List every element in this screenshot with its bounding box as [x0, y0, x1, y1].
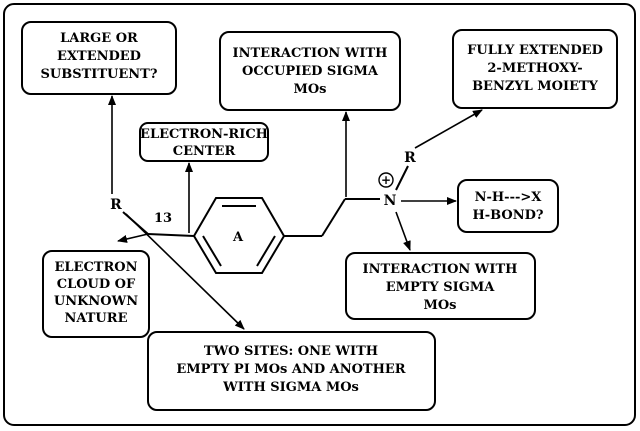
substituent-r-nitrogen: R [404, 150, 416, 166]
box-two-sites: TWO SITES: ONE WITH EMPTY PI MOs AND ANO… [147, 331, 436, 411]
box-fully-extended: FULLY EXTENDED 2-METHOXY- BENZYL MOIETY [452, 29, 618, 109]
box-electron-cloud-line-2: CLOUD OF [57, 277, 136, 292]
box-large-substituent-line-3: SUBSTITUENT? [41, 67, 158, 82]
box-interaction-occupied-line-3: MOs [293, 82, 326, 97]
arrow-to-fully-extended [414, 109, 483, 149]
box-electron-cloud-line-1: ELECTRON [55, 260, 138, 275]
box-electron-rich-line-1: ELECTRON-RICH [140, 127, 268, 142]
position-number-13: 13 [154, 211, 172, 226]
ring-double-bond-2 [256, 235, 276, 267]
box-two-sites-line-3: WITH SIGMA MOs [222, 380, 359, 395]
ring-label: A [232, 230, 244, 245]
positive-charge: + [381, 173, 391, 187]
box-fully-extended-line-3: BENZYL MOIETY [472, 79, 599, 94]
nitrogen-atom: N [384, 193, 397, 209]
box-electron-cloud-line-3: UNKNOWN [54, 294, 138, 309]
box-interaction-empty: INTERACTION WITH EMPTY SIGMA MOs [345, 252, 536, 320]
box-two-sites-line-2: EMPTY PI MOs AND ANOTHER [176, 362, 405, 377]
box-large-substituent: LARGE OR EXTENDED SUBSTITUENT? [21, 21, 177, 95]
box-nh-bond: N-H--->X H-BOND? [457, 179, 559, 233]
box-nh-bond-line-2: H-BOND? [472, 208, 543, 223]
bond-ch2-to-ch [321, 198, 346, 237]
box-interaction-empty-line-1: INTERACTION WITH [363, 262, 518, 277]
arrows [108, 95, 483, 330]
substituent-r-left: R [110, 197, 122, 213]
box-electron-rich-line-2: CENTER [173, 144, 236, 159]
ring-double-bond-3 [202, 235, 222, 267]
bond-c13-to-ring [147, 233, 195, 237]
box-interaction-empty-line-2: EMPTY SIGMA [386, 280, 496, 295]
box-fully-extended-line-2: 2-METHOXY- [487, 61, 582, 76]
outer-frame [3, 3, 636, 426]
box-two-sites-line-1: TWO SITES: ONE WITH [204, 344, 378, 359]
box-nh-bond-line-1: N-H--->X [475, 190, 543, 205]
arrow-to-two-sites [125, 213, 245, 330]
box-large-substituent-line-1: LARGE OR [60, 31, 138, 46]
arrow-to-electron-cloud [117, 233, 149, 243]
box-interaction-occupied-line-1: INTERACTION WITH [233, 46, 388, 61]
arrow-to-interaction-empty [395, 211, 411, 251]
positive-charge-circle [378, 172, 394, 188]
box-large-substituent-line-2: EXTENDED [57, 49, 141, 64]
box-electron-cloud: ELECTRON CLOUD OF UNKNOWN NATURE [42, 250, 150, 338]
box-interaction-occupied: INTERACTION WITH OCCUPIED SIGMA MOs [219, 31, 401, 111]
box-interaction-empty-line-3: MOs [423, 298, 456, 313]
bond-n-to-r [395, 165, 409, 191]
box-interaction-occupied-line-2: OCCUPIED SIGMA [242, 64, 379, 79]
box-electron-cloud-line-4: NATURE [65, 311, 128, 326]
box-electron-rich: ELECTRON-RICH CENTER [139, 122, 269, 162]
box-fully-extended-line-1: FULLY EXTENDED [467, 43, 603, 58]
